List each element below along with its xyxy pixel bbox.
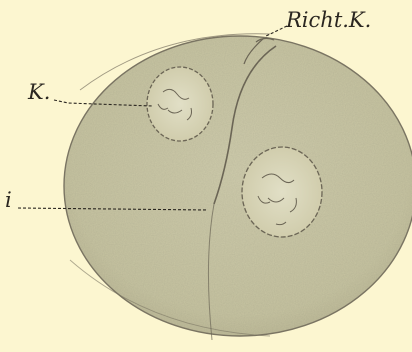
label-k: K.: [28, 82, 50, 103]
egg-cell: [64, 34, 412, 336]
label-i: i: [5, 190, 12, 211]
nucleus-lower: [242, 147, 322, 237]
nucleus-upper: [147, 67, 213, 141]
label-richt-k: Richt.K.: [286, 10, 371, 31]
leader-richt-k: [266, 26, 287, 36]
